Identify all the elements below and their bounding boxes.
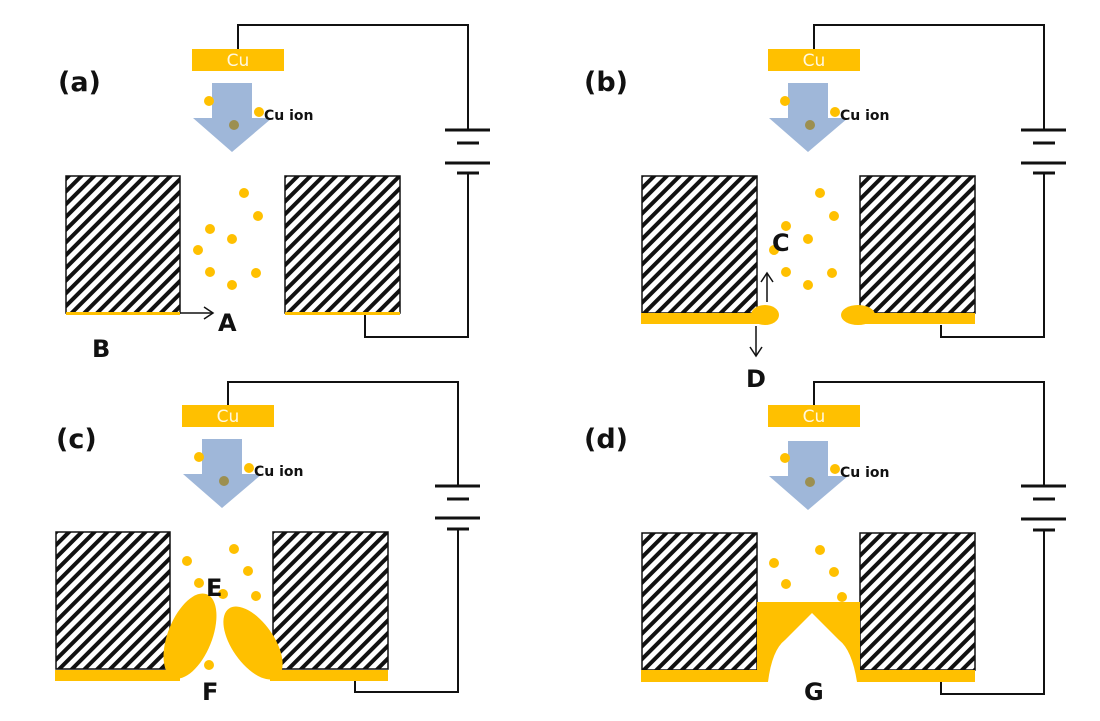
circuit-wire-bottom [354, 529, 459, 693]
cu-ion [780, 453, 790, 463]
cu-ion [254, 107, 264, 117]
circuit-wire-top [237, 24, 469, 130]
ion-flow-arrow-icon [769, 83, 848, 152]
label-f: F [202, 678, 218, 706]
cu-ion [780, 96, 790, 106]
cu-ion-label: Cu ion [840, 465, 890, 481]
cu-electrode [192, 49, 284, 71]
circuit-wire-top [813, 24, 1045, 130]
cu-ion-label: Cu ion [254, 464, 304, 480]
label-b: B [92, 335, 110, 363]
insulator-block-left [641, 175, 758, 314]
battery-icon [1021, 128, 1066, 175]
cu-ion-cloud [193, 188, 263, 290]
arrow-to-a-head [203, 306, 215, 320]
panel-d: (d) Cu Cu ion G [584, 381, 1066, 706]
cu-electrode-label: Cu [217, 407, 240, 427]
label-g: G [804, 678, 824, 706]
battery-icon [435, 484, 480, 531]
cu-ion [805, 477, 815, 487]
ion-flow-arrow-icon [193, 83, 272, 152]
cu-electrode [768, 405, 860, 427]
insulator-block-right [859, 175, 976, 314]
label-d: D [746, 365, 766, 393]
seed-layer-right [285, 312, 400, 315]
circuit-wire-top [227, 381, 459, 486]
cu-deposit [55, 593, 388, 681]
arrow-to-c-head [760, 271, 774, 283]
ion-flow-arrow-icon [183, 439, 262, 508]
ion-flow-arrow-icon [769, 441, 848, 510]
cu-ion-label: Cu ion [264, 108, 314, 124]
cu-ion-cloud [769, 188, 839, 290]
cu-ion [830, 107, 840, 117]
arrow-to-d-head [749, 346, 763, 358]
cu-ion [194, 452, 204, 462]
cu-electrode [182, 405, 274, 427]
insulator-block-right [284, 175, 401, 314]
cu-deposit [641, 305, 975, 325]
seed-layer-left [66, 312, 180, 315]
panel-b: (b) Cu Cu ion C [584, 24, 1066, 393]
insulator-block-left [55, 531, 171, 670]
cu-ion-cloud [182, 544, 261, 670]
cu-ion [219, 476, 229, 486]
cu-deposit-bridge [641, 602, 975, 682]
insulator-block-left [65, 175, 181, 314]
cu-ion [830, 464, 840, 474]
circuit-wire-top [813, 381, 1045, 486]
label-c: C [772, 229, 790, 257]
circuit-wire-bottom [364, 173, 469, 338]
cu-ion [229, 120, 239, 130]
panel-label-c: (c) [56, 424, 97, 455]
battery-icon [445, 128, 490, 175]
circuit-wire-bottom [940, 529, 1045, 695]
panel-label-b: (b) [584, 67, 628, 98]
cu-electrode-label: Cu [227, 51, 250, 71]
insulator-block-right [272, 531, 389, 670]
cu-electrode [768, 49, 860, 71]
insulator-block-left [641, 532, 758, 671]
cu-electrode-label: Cu [803, 51, 826, 71]
cu-electrode-label: Cu [803, 407, 826, 427]
panel-a: (a) Cu Cu ion [58, 24, 490, 363]
cu-ion [805, 120, 815, 130]
circuit-wire-bottom [940, 173, 1045, 338]
cu-ion-label: Cu ion [840, 108, 890, 124]
cu-ion [204, 96, 214, 106]
panel-c: (c) Cu Cu ion E F [55, 381, 480, 706]
battery-icon [1021, 484, 1066, 532]
cu-ion [244, 463, 254, 473]
panel-label-a: (a) [58, 67, 101, 98]
insulator-block-right [859, 532, 976, 671]
panel-label-d: (d) [584, 424, 628, 455]
label-e: E [206, 574, 222, 602]
label-a: A [218, 309, 237, 337]
cu-ion-cloud [769, 545, 847, 602]
